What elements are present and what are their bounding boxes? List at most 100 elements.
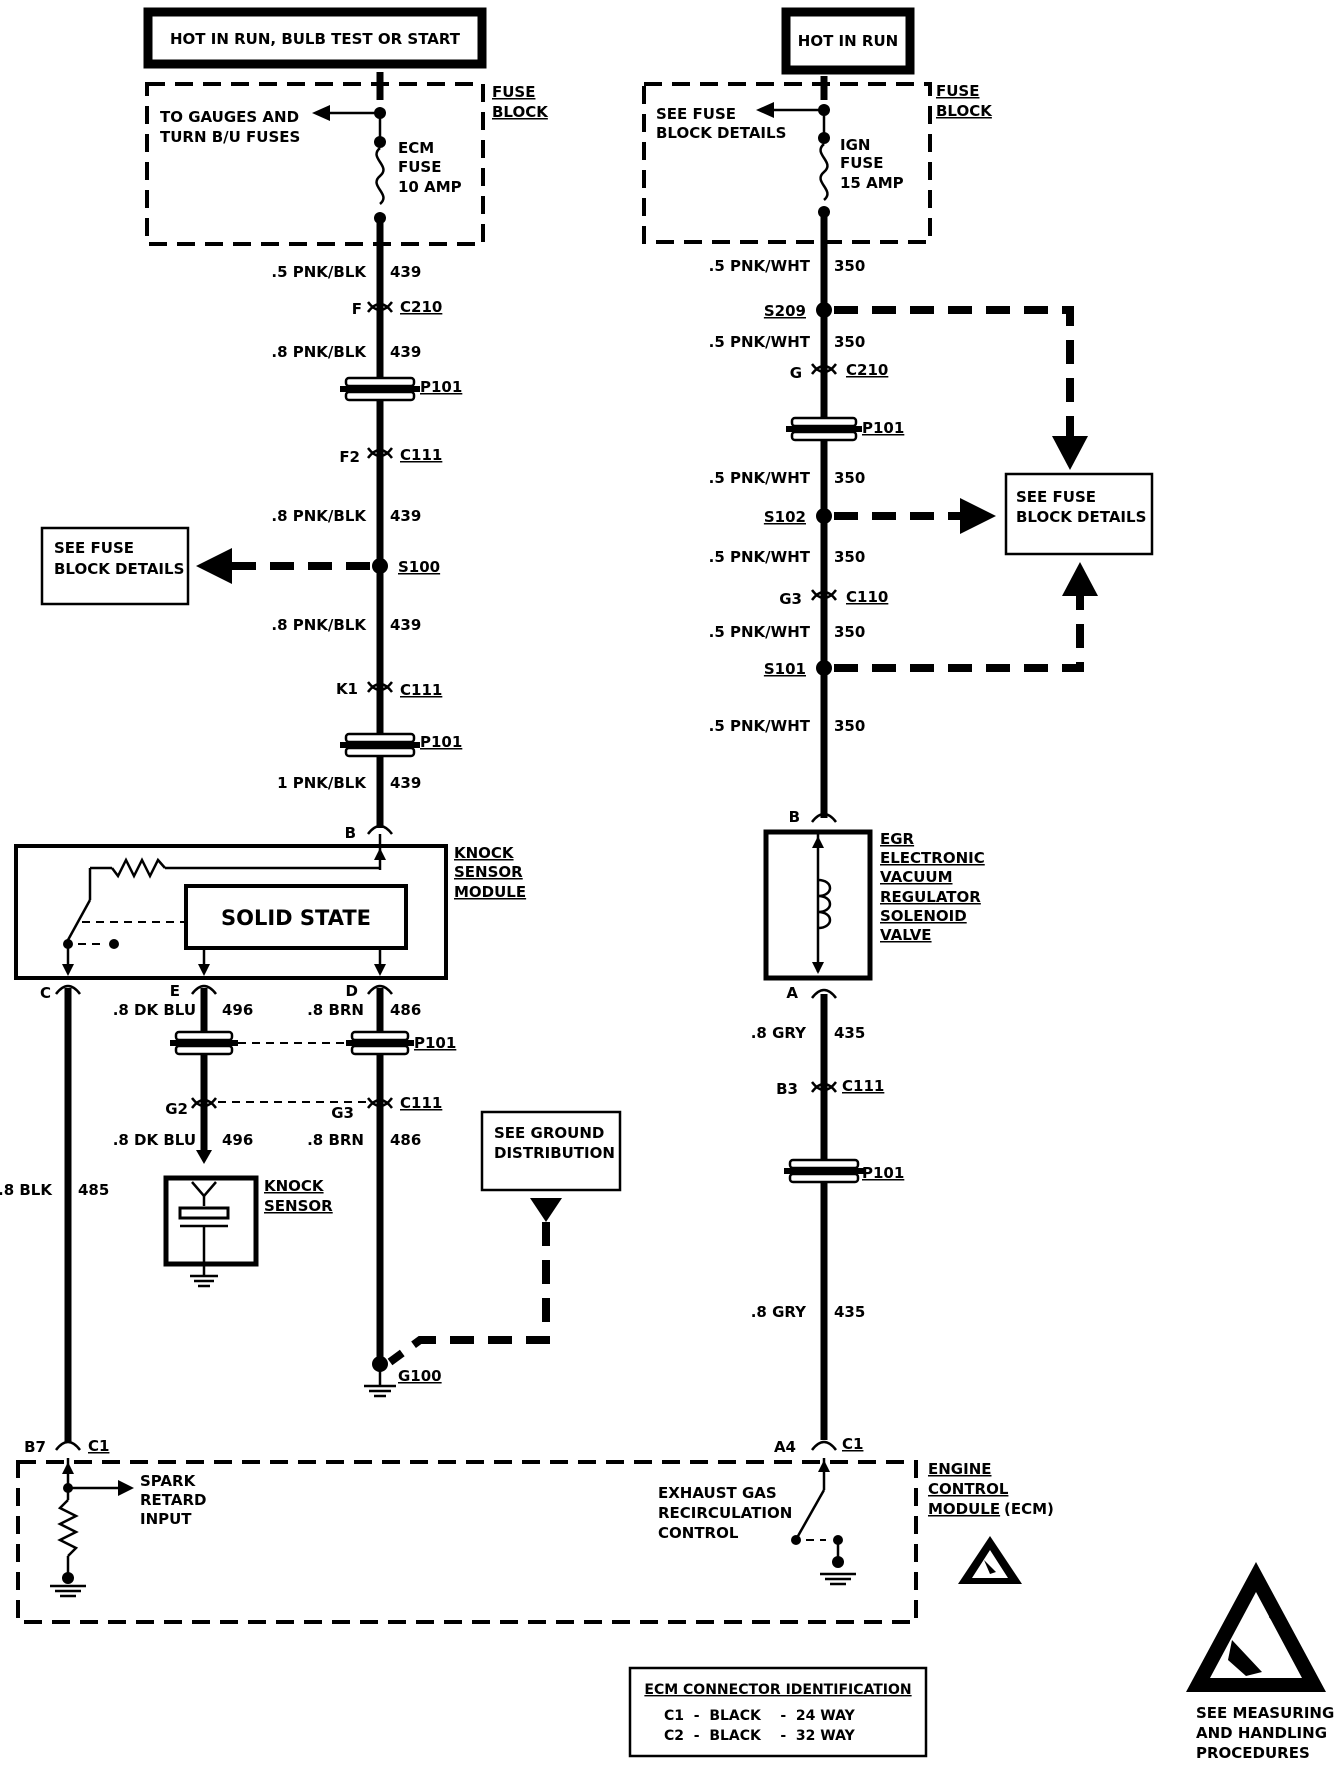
esd-note-1: SEE MEASURING <box>1196 1704 1334 1722</box>
see-fuse-left-2: BLOCK DETAILS <box>54 560 184 578</box>
c110-pin-g3: G3 <box>779 590 802 608</box>
esd-note-3: PROCEDURES <box>1196 1744 1310 1762</box>
connector-id-title: ECM CONNECTOR IDENTIFICATION <box>644 1682 911 1698</box>
c111-pin-f2: F2 <box>339 448 360 466</box>
egr-label-3: VACUUM <box>880 868 953 886</box>
solenoid-coil-icon <box>817 878 832 930</box>
wire-439-a-color: .5 PNK/BLK <box>271 263 367 281</box>
p101-label-knock: P101 <box>414 1034 456 1052</box>
connector-c111-egr-icon <box>811 1081 837 1093</box>
ecm-pin-a4: A4 <box>774 1438 796 1456</box>
wire-439-e-color: 1 PNK/BLK <box>277 774 367 792</box>
c111-pin-b3: B3 <box>776 1080 798 1098</box>
s209-label: S209 <box>764 302 806 320</box>
arrow-left-icon <box>312 105 330 121</box>
knock-sensor <box>163 1175 259 1288</box>
arrow-down-icon <box>374 964 386 976</box>
right-fuse-note-1: SEE FUSE <box>656 105 736 123</box>
wire-435-a-color: .8 GRY <box>751 1024 807 1042</box>
wire-350-b-color: .5 PNK/WHT <box>709 333 811 351</box>
left-circuit: .5 PNK/BLK 439 F C210 .8 PNK/BLK 439 P10… <box>40 218 462 828</box>
right-power-header: HOT IN RUN <box>781 7 915 75</box>
wire-496-a-num: 496 <box>222 1001 253 1019</box>
c111-label-a: C111 <box>400 446 442 464</box>
ecm-pin-b7: B7 <box>24 1438 46 1456</box>
s102-label: S102 <box>764 508 806 526</box>
resistor-icon <box>111 857 166 879</box>
module-label-2: SENSOR <box>454 863 523 881</box>
module-pin-c: C <box>40 984 51 1002</box>
c210-label-right: C210 <box>846 361 888 379</box>
wire-350-a-num: 350 <box>834 257 865 275</box>
ign-fuse-label-2: FUSE <box>840 154 883 172</box>
engine-control-module: B7 C1 A4 C1 ENGINE CONTROL MODULE (ECM) … <box>16 1435 1054 1624</box>
wire-350-d-num: 350 <box>834 548 865 566</box>
arrow-down-icon <box>62 964 74 976</box>
fuse-block-label-left-2: BLOCK <box>492 103 549 121</box>
wire-496-b-num: 496 <box>222 1131 253 1149</box>
p101-label-right: P101 <box>862 419 904 437</box>
splice-s209 <box>816 302 832 318</box>
right-fuse-block: FUSE BLOCK SEE FUSE BLOCK DETAILS IGN FU… <box>642 76 993 244</box>
spark-label-3: INPUT <box>140 1510 192 1528</box>
ign-fuse-icon <box>819 143 829 201</box>
wire-485-num: 485 <box>78 1181 109 1199</box>
wire-486-a-color: .8 BRN <box>307 1001 364 1019</box>
wire-439-b-num: 439 <box>390 343 421 361</box>
ecm-fuse-label-2: FUSE <box>398 158 441 176</box>
splice-s100 <box>372 558 388 574</box>
knock-sensor-module: B KNOCK SENSOR MODULE SOLID STATE <box>14 824 526 980</box>
c111-pin-g3: G3 <box>331 1104 354 1122</box>
connector-c210-right-icon <box>811 363 837 375</box>
wire-439-c-num: 439 <box>390 507 421 525</box>
fuse-block-label-right: FUSE <box>936 82 979 100</box>
wire-486-b-num: 486 <box>390 1131 421 1149</box>
left-power-header: HOT IN RUN, BULB TEST OR START <box>143 7 487 69</box>
wire-439-b-color: .8 PNK/BLK <box>271 343 367 361</box>
module-label-1: KNOCK <box>454 844 515 862</box>
see-fuse-block-box-right <box>1004 472 1154 556</box>
left-power-header-text: HOT IN RUN, BULB TEST OR START <box>170 30 461 48</box>
passthrough-p101-right-icon <box>786 416 862 442</box>
arrow-down-icon <box>1052 436 1088 470</box>
resistor-icon <box>57 1499 79 1557</box>
right-power-header-text: HOT IN RUN <box>798 32 898 50</box>
s101-label: S101 <box>764 660 806 678</box>
arrow-up-icon <box>1062 562 1098 596</box>
esd-note-2: AND HANDLING <box>1196 1724 1327 1742</box>
c110-label: C110 <box>846 588 888 606</box>
wire-350-c-num: 350 <box>834 469 865 487</box>
connector-egr-b-icon <box>811 812 837 823</box>
connector-c111-b-icon <box>367 681 393 693</box>
arrow-up-icon <box>812 836 824 848</box>
connector-id-row-2: C2 - BLACK - 32 WAY <box>664 1728 856 1744</box>
wire-435-a-num: 435 <box>834 1024 865 1042</box>
wire-439-c-color: .8 PNK/BLK <box>271 507 367 525</box>
connector-ecm-a4-icon <box>811 1440 837 1451</box>
ecm-label-3: MODULE <box>928 1500 1000 1518</box>
knock-sensor-label-2: SENSOR <box>264 1197 333 1215</box>
esd-handling-note: SEE MEASURING AND HANDLING PROCEDURES <box>1186 1562 1334 1762</box>
ign-fuse-label-3: 15 AMP <box>840 174 904 192</box>
wire-350-e-color: .5 PNK/WHT <box>709 623 811 641</box>
wire-486-b-color: .8 BRN <box>307 1131 364 1149</box>
solid-state-label: SOLID STATE <box>221 906 371 930</box>
see-fuse-left-1: SEE FUSE <box>54 539 134 557</box>
passthrough-p101-d-icon <box>346 1030 414 1056</box>
arrow-left-icon <box>196 548 232 584</box>
c111-pin-g2: G2 <box>165 1100 188 1118</box>
solid-state-box <box>184 884 408 950</box>
passthrough-p101-egr-icon <box>784 1158 864 1184</box>
wire-496-a-color: .8 DK BLU <box>113 1001 196 1019</box>
arrow-up-icon <box>818 1460 830 1472</box>
splice-s101 <box>816 660 832 676</box>
arrow-right-icon <box>960 498 996 534</box>
egr-pin-a: A <box>786 984 798 1002</box>
connector-c111-a-icon <box>367 447 393 459</box>
arrow-down-icon <box>530 1198 562 1222</box>
knock-lower-wiring: C E D .8 BLK 485 .8 DK BLU 496 .8 BRN 48… <box>0 982 622 1442</box>
passthrough-p101-b-icon <box>340 732 420 758</box>
see-fuse-block-box-left <box>40 526 190 606</box>
module-pin-b: B <box>345 824 356 842</box>
